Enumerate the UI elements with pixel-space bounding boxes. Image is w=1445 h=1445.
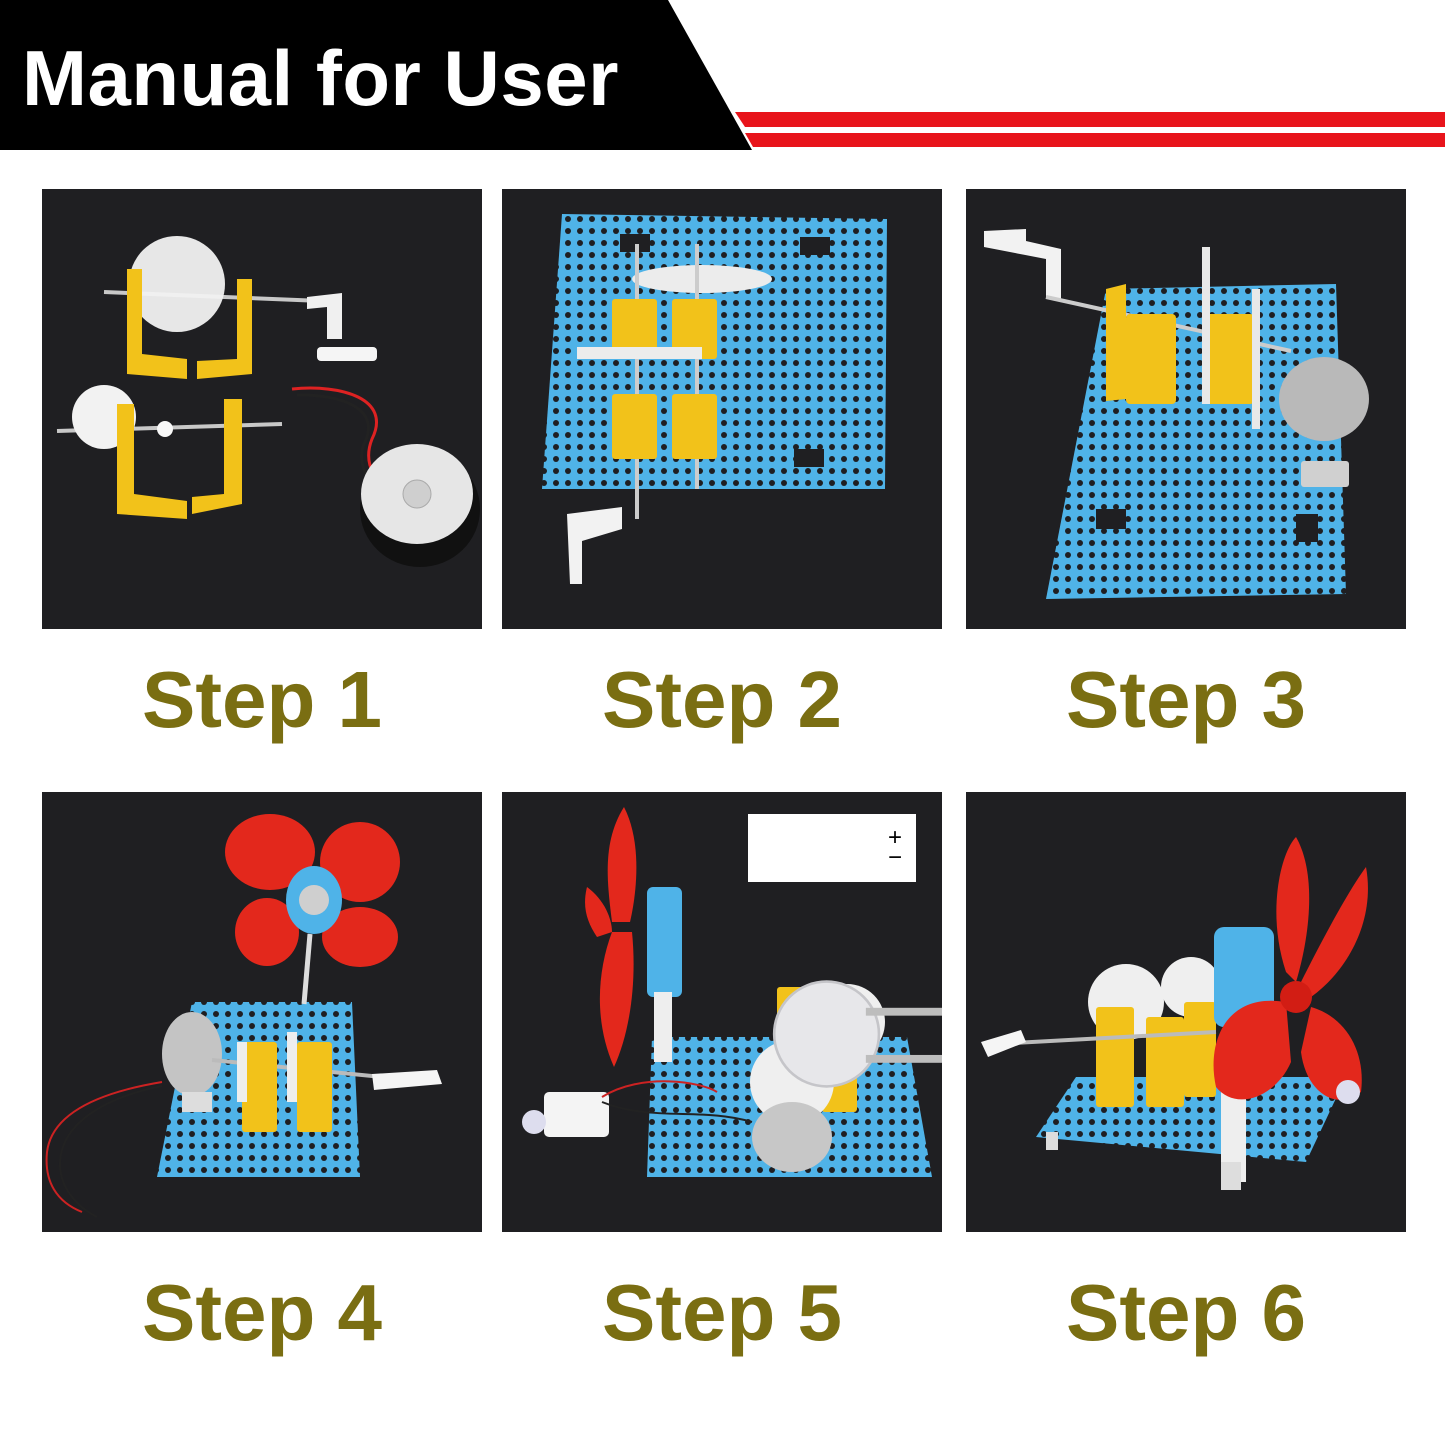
step-6-illustration — [981, 837, 1368, 1190]
motor-icon — [752, 1102, 832, 1172]
bracket-icon — [1096, 1007, 1134, 1107]
bracket-icon — [612, 299, 657, 359]
banner-stripe-bottom — [745, 133, 1445, 147]
gear-icon — [632, 265, 772, 293]
step-3-photo — [966, 189, 1406, 629]
header-banner: Manual for User — [0, 0, 1445, 150]
step-3-illustration — [984, 229, 1369, 599]
step-3-label: Step 3 — [1065, 655, 1307, 744]
step-1-label: Step 1 — [141, 655, 383, 744]
motor-icon — [162, 1012, 222, 1096]
step-4-illustration — [45, 814, 442, 1218]
step-1-illustration — [56, 236, 480, 567]
page-title: Manual for User — [22, 34, 619, 122]
step-6-label: Step 6 — [1065, 1268, 1307, 1357]
led-legend: + − — [748, 814, 942, 1088]
fan-icon — [1213, 837, 1368, 1100]
step-4-photo — [42, 792, 482, 1232]
led-icon — [772, 980, 942, 1088]
gear-icon — [129, 236, 225, 332]
fan-icon — [225, 814, 400, 967]
bracket-icon — [242, 1042, 277, 1132]
step-2-photo — [502, 189, 942, 629]
step-2-label: Step 2 — [601, 655, 843, 744]
fan-icon — [585, 807, 637, 1067]
bracket-icon — [1106, 284, 1126, 401]
negative-sign: − — [888, 844, 903, 871]
motor-icon — [1279, 357, 1369, 441]
bracket-icon — [127, 269, 187, 379]
step-1-photo — [42, 189, 482, 629]
step-5-photo: + − — [502, 792, 942, 1232]
header-banner-shape — [0, 0, 1445, 150]
step-5-label: Step 5 — [601, 1268, 843, 1357]
positive-sign: + — [888, 824, 903, 851]
step-4-label: Step 4 — [141, 1268, 383, 1357]
banner-black-block — [0, 0, 752, 150]
step-2-illustration — [542, 214, 887, 584]
step-6-photo — [966, 792, 1406, 1232]
banner-stripe-top — [735, 112, 1445, 127]
